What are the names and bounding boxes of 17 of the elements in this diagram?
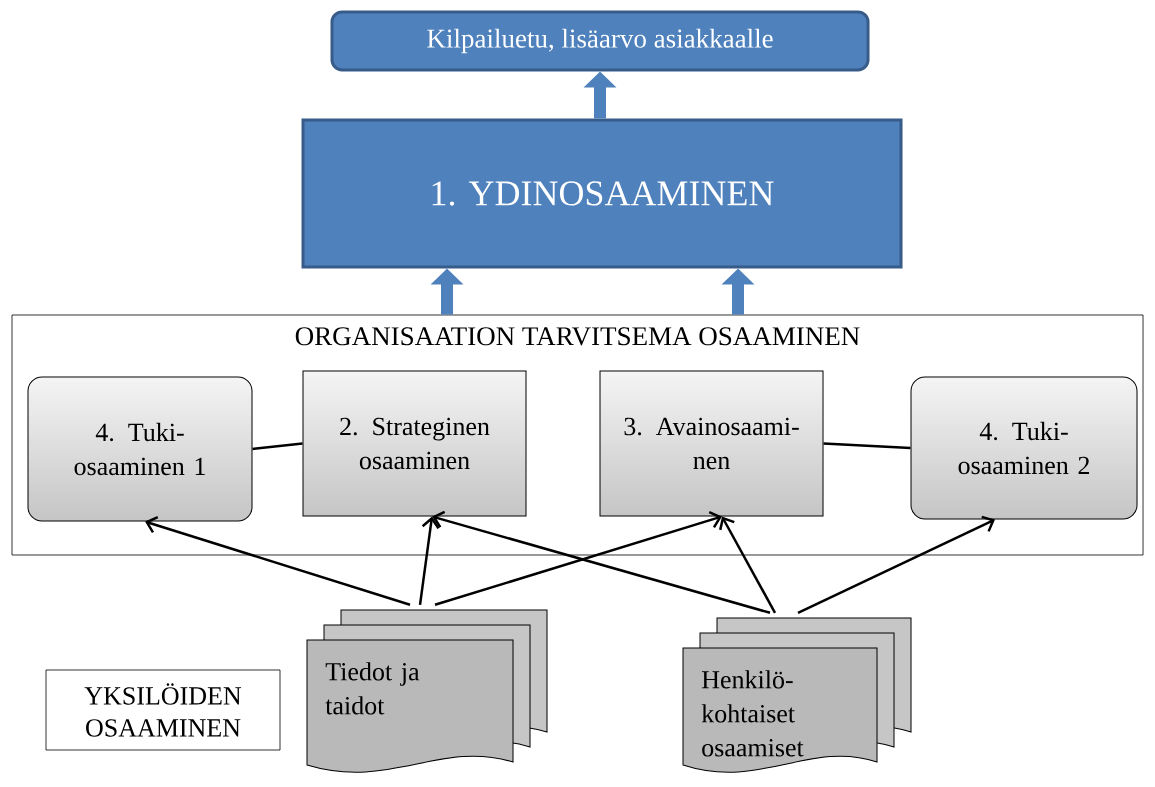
competence-box: 3. Avainosaami- nen	[599, 370, 824, 517]
core-box: 1. YDINOSAAMINEN	[301, 118, 903, 269]
text-box: YKSILÖIDEN OSAAMINEN	[45, 669, 281, 751]
node-label: osaamiset	[702, 739, 804, 757]
document-stack: Tiedot ja taidot	[306, 609, 548, 773]
connector-line	[823, 442, 911, 450]
arrow	[797, 515, 995, 614]
competence-box: 4. Tuki- osaaminen 2	[910, 376, 1138, 520]
connector-line	[252, 442, 303, 451]
arrow	[434, 510, 722, 606]
document-stack: Henkilö- kohtaiset osaamiset	[682, 617, 912, 773]
arrow	[145, 516, 411, 606]
competence-box: 2. Strateginen osaaminen	[302, 370, 527, 517]
competence-box: 4. Tuki- osaaminen 1	[27, 376, 253, 522]
arrow	[432, 510, 771, 614]
arrow	[719, 516, 777, 614]
arrow	[418, 516, 440, 605]
